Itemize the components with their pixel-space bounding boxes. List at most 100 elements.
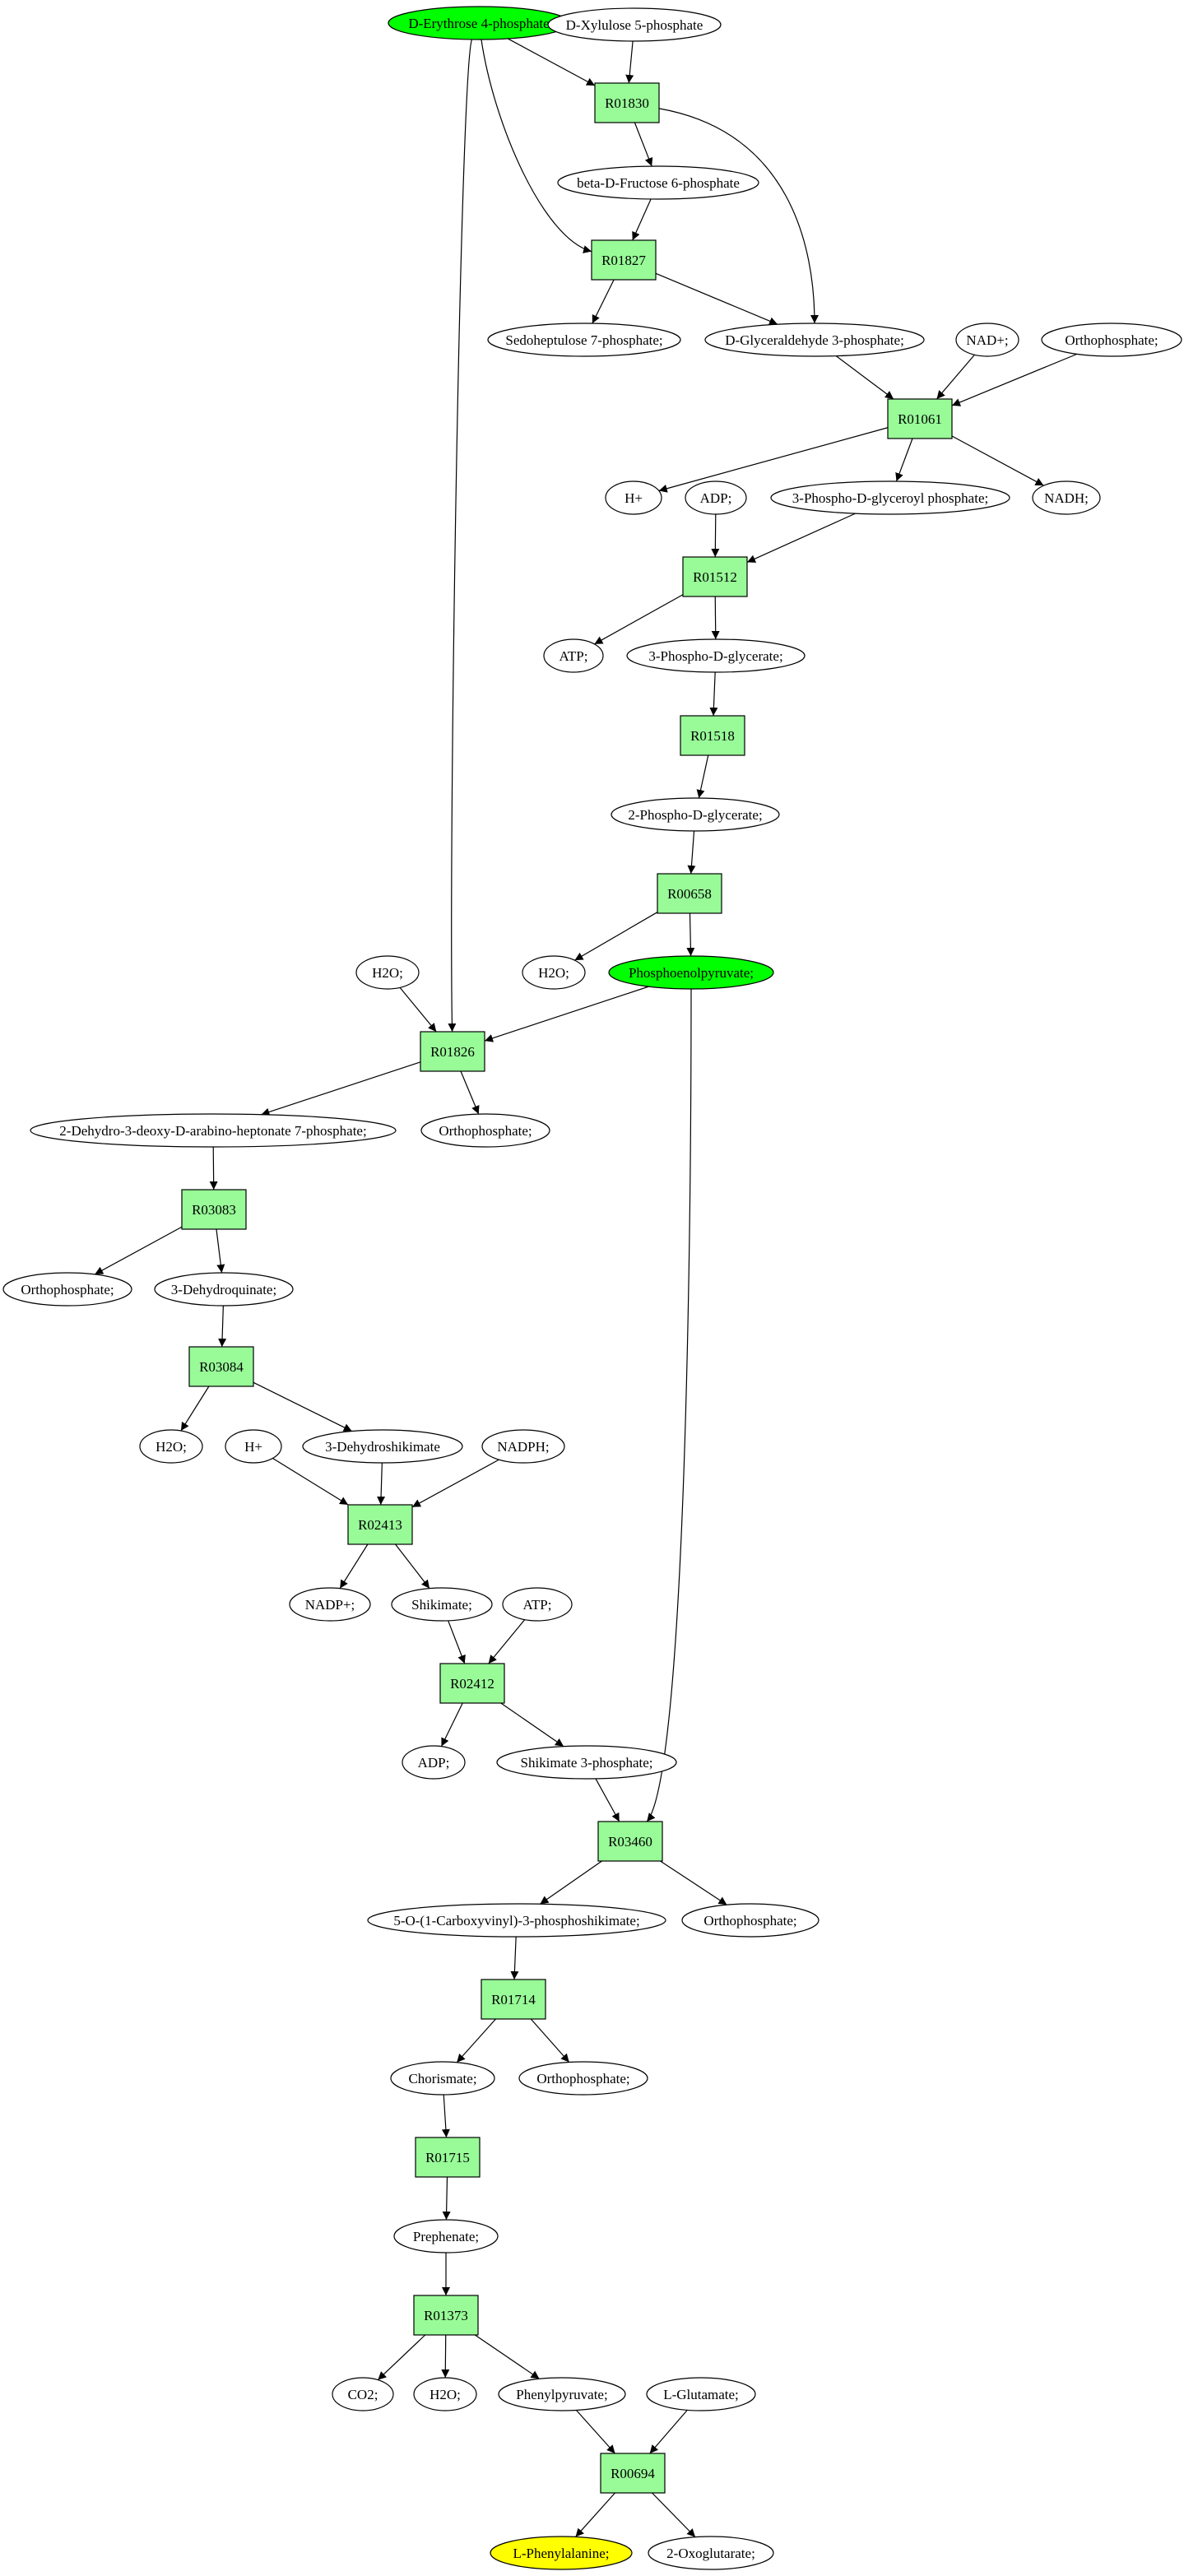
- compound-label: Orthophosphate;: [21, 1282, 114, 1297]
- compound-shape: [332, 2377, 394, 2411]
- compound-shape: [518, 2061, 648, 2096]
- compound-shape: [289, 1587, 371, 1622]
- edge-R03460-to-c32: [660, 1860, 727, 1905]
- compound-node: Orthophosphate;: [1041, 323, 1182, 357]
- reaction-label: R03083: [192, 1202, 236, 1218]
- edge-c13-to-R01518: [709, 671, 718, 717]
- reaction-box: [594, 82, 660, 123]
- compound-node: NADPH;: [481, 1429, 565, 1464]
- edge-R00694-to-c41: [652, 2492, 696, 2538]
- compound-shape: [522, 955, 586, 990]
- compound-shape: [646, 2377, 756, 2411]
- compound-node: Shikimate 3-phosphate;: [496, 1745, 677, 1780]
- edge-c33-to-R01715: [441, 2094, 450, 2138]
- reaction-node: R03460: [597, 1821, 663, 1862]
- compound-node: H2O;: [413, 2377, 477, 2411]
- compound-label: Orthophosphate;: [703, 1913, 796, 1929]
- compound-shape: [355, 955, 420, 990]
- reaction-node: R01061: [887, 398, 953, 439]
- edge-R01714-to-c33: [456, 2018, 496, 2063]
- compound-label: H2O;: [429, 2387, 461, 2402]
- compound-label: ATP;: [559, 648, 588, 664]
- edge-c18-to-R03083: [209, 1146, 218, 1191]
- edge-R03460-to-c31: [540, 1860, 602, 1905]
- compound-shape: [390, 2061, 495, 2096]
- compound-label: 3-Dehydroquinate;: [171, 1282, 276, 1297]
- reaction-node: R01714: [481, 1979, 546, 2020]
- edge-R02412-to-c30: [500, 1702, 564, 1748]
- compound-label: Phosphoenolpyruvate;: [629, 965, 754, 981]
- compound-shape: [543, 638, 604, 673]
- reaction-label: R02413: [358, 1517, 402, 1533]
- compound-shape: [770, 480, 1010, 515]
- reaction-label: R01830: [605, 95, 649, 111]
- reaction-box: [600, 2453, 666, 2494]
- reaction-box: [682, 556, 748, 597]
- compound-shape: [367, 1903, 666, 1938]
- edge-c16-to-R03460: [646, 988, 692, 1822]
- compound-label: ADP;: [700, 490, 732, 506]
- reaction-box: [680, 715, 745, 756]
- compound-label: 3-Dehydroshikimate: [325, 1439, 440, 1455]
- compound-node: Sedoheptulose 7-phosphate;: [487, 323, 681, 357]
- compound-node: ATP;: [502, 1587, 573, 1622]
- edge-R01373-to-c37: [441, 2334, 450, 2379]
- compound-node: Phosphoenolpyruvate;: [608, 955, 774, 990]
- compound-label: ATP;: [523, 1597, 552, 1613]
- compound-node: Orthophosphate;: [681, 1903, 820, 1938]
- compound-shape: [547, 7, 722, 42]
- compound-node: NADP+;: [289, 1587, 371, 1622]
- edge-R01518-to-c14: [696, 754, 709, 799]
- compound-shape: [30, 1113, 397, 1148]
- reaction-node: R02413: [347, 1504, 413, 1545]
- compound-node: 3-Dehydroquinate;: [154, 1272, 294, 1307]
- edge-c23-to-R02413: [272, 1457, 349, 1506]
- reaction-node: R01373: [413, 2295, 479, 2336]
- edge-c03-to-R01827: [632, 198, 652, 241]
- compound-shape: [393, 2219, 499, 2253]
- compound-label: Orthophosphate;: [536, 2071, 629, 2086]
- compound-shape: [557, 165, 759, 200]
- compound-shape: [648, 2536, 774, 2570]
- edge-c17-to-R01826: [399, 986, 437, 1033]
- compound-shape: [487, 323, 681, 357]
- edge-c30-to-R03460: [595, 1778, 620, 1822]
- reaction-node: R03084: [188, 1346, 254, 1387]
- reaction-box: [181, 1189, 247, 1230]
- edge-c06-to-R01061: [936, 354, 975, 400]
- compound-label: H+: [244, 1439, 262, 1455]
- compound-node: Shikimate;: [391, 1587, 493, 1622]
- edge-R01061-to-c11: [951, 435, 1044, 486]
- compound-node: 3-Phospho-D-glyceroyl phosphate;: [770, 480, 1010, 515]
- edge-c39-to-R00694: [649, 2409, 688, 2454]
- edge-R01512-to-c12: [594, 594, 684, 645]
- reaction-box: [188, 1346, 254, 1387]
- compound-shape: [413, 2377, 477, 2411]
- compound-node: Orthophosphate;: [420, 1113, 550, 1148]
- compound-label: 5-O-(1-Carboxyvinyl)-3-phosphoshikimate;: [393, 1913, 639, 1929]
- compound-label: 3-Phospho-D-glycerate;: [648, 648, 782, 664]
- compound-label: D-Erythrose 4-phosphate: [408, 16, 549, 31]
- reaction-label: R01373: [424, 2308, 468, 2323]
- edge-R00658-to-c15: [574, 912, 658, 961]
- compound-label: H2O;: [538, 965, 569, 981]
- edge-c05-to-R01061: [835, 355, 894, 400]
- edge-R01826-to-c19: [460, 1070, 480, 1115]
- compound-label: 3-Phospho-D-glyceroyl phosphate;: [792, 490, 988, 506]
- compound-label: L-Glutamate;: [663, 2387, 739, 2402]
- reaction-label: R01512: [693, 569, 737, 585]
- compound-label: 2-Dehydro-3-deoxy-D-arabino-heptonate 7-…: [59, 1123, 366, 1139]
- compound-node: 2-Phospho-D-glycerate;: [611, 797, 780, 832]
- reaction-node: R01518: [680, 715, 745, 756]
- compound-node: D-Glyceraldehyde 3-phosphate;: [704, 323, 925, 357]
- compound-node: NADH;: [1032, 480, 1101, 515]
- reaction-node: R01827: [591, 239, 657, 281]
- compound-node: Chorismate;: [390, 2061, 495, 2096]
- reaction-box: [597, 1821, 663, 1862]
- reaction-label: R00694: [611, 2466, 655, 2481]
- compound-label: H2O;: [372, 965, 403, 981]
- compound-shape: [391, 1587, 493, 1622]
- edge-R01827-to-c04: [592, 279, 615, 324]
- edge-R03083-to-c21: [216, 1228, 225, 1274]
- compound-shape: [611, 797, 780, 832]
